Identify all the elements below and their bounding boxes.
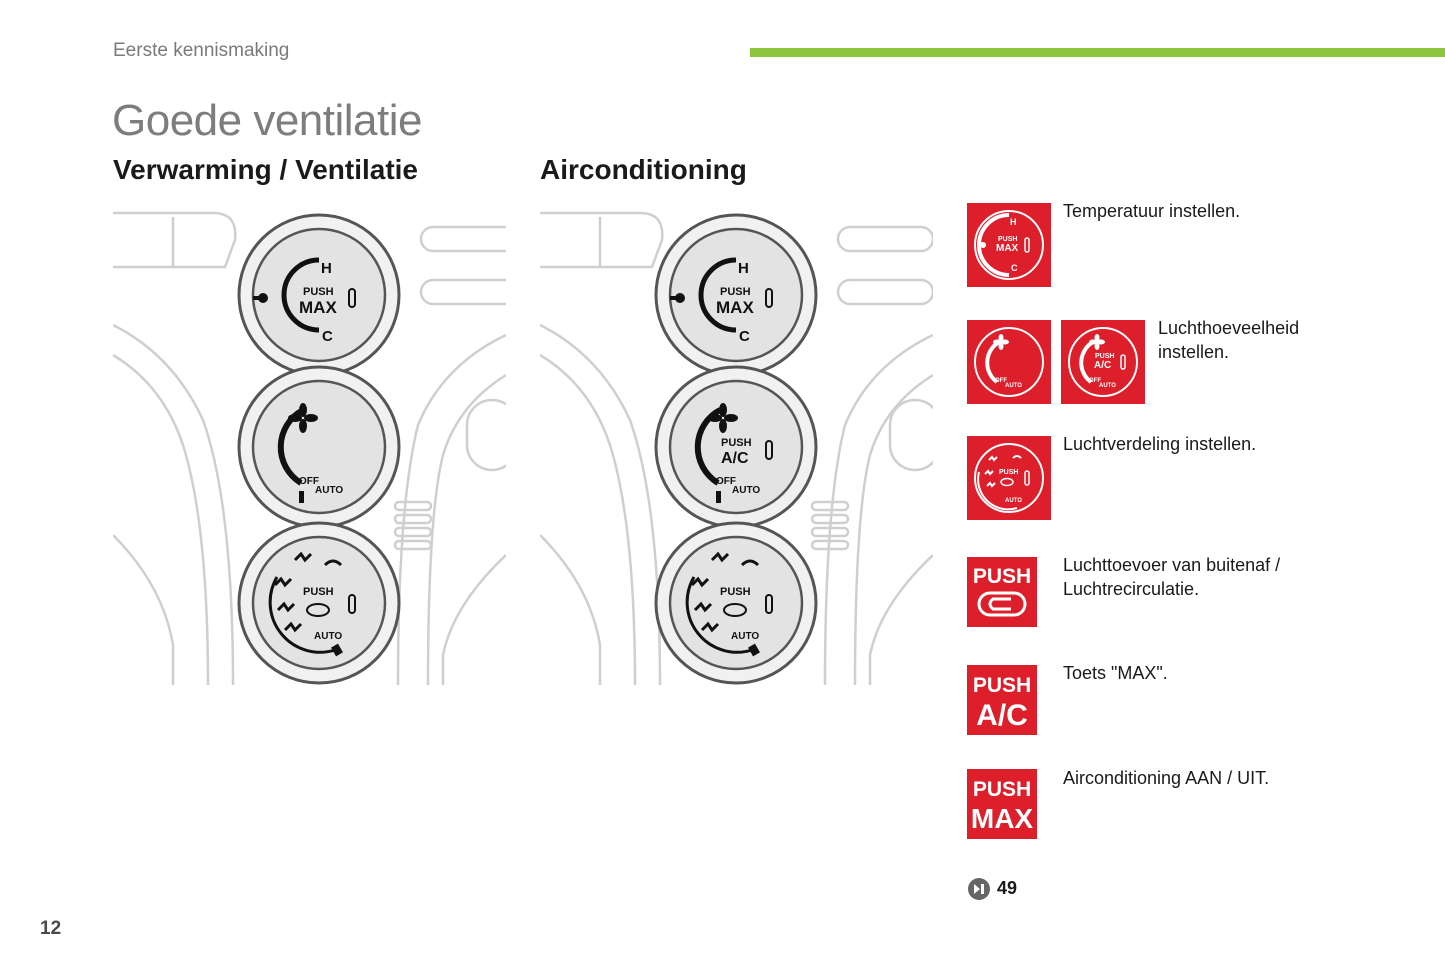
- legend-air-quantity-line2: instellen.: [1158, 342, 1230, 362]
- page-reference-number[interactable]: 49: [997, 878, 1018, 898]
- heating-panel-illustration: PUSH MAX H C OFF AUTO PUSH AUTO: [113, 205, 506, 685]
- knob-push-label-r2: PUSH: [721, 437, 752, 449]
- tile1-push-label: PUSH: [998, 236, 1017, 243]
- legend-recirculation-line1: Luchttoevoer van buitenaf /: [1063, 555, 1281, 575]
- fan-ac-dial-icon: PUSH A/C OFF AUTO: [1061, 320, 1145, 404]
- knob-push-label-r1: PUSH: [720, 286, 751, 298]
- tile3-auto-label: AUTO: [1099, 383, 1116, 389]
- legend-recirculation-line2: Luchtrecirculatie.: [1063, 579, 1200, 599]
- legend-recirculation: Luchttoevoer van buitenaf / Luchtrecircu…: [1063, 553, 1280, 601]
- knob-cold-label-r: C: [739, 328, 750, 345]
- page-number: 12: [40, 918, 62, 939]
- tile1-max-label: MAX: [996, 243, 1019, 254]
- tile3-off-label: OFF: [1089, 378, 1101, 384]
- knob-off-label-r: OFF: [716, 476, 736, 487]
- temperature-dial-icon: PUSH MAX H C: [967, 203, 1051, 287]
- tile4-push-label: PUSH: [999, 469, 1018, 476]
- knob-max-label-r: MAX: [716, 298, 754, 317]
- knob-off-label: OFF: [299, 476, 319, 487]
- knob-push-label-3: PUSH: [303, 586, 334, 598]
- knob-auto-label-r: AUTO: [732, 485, 760, 496]
- page-reference-icon[interactable]: [967, 877, 991, 901]
- page-title: Goede ventilatie: [112, 96, 423, 145]
- tile1-c-label: C: [1011, 263, 1018, 273]
- tile2-auto-label: AUTO: [1005, 383, 1022, 389]
- airco-panel-illustration: PUSH MAX H C PUSH A/C OFF AUTO PUSH AUTO: [540, 205, 933, 685]
- heading-heating-ventilation: Verwarming / Ventilatie: [113, 154, 419, 185]
- tile3-push-label: PUSH: [1095, 353, 1114, 360]
- knob-hot-label-r: H: [738, 260, 749, 277]
- tile2-off-label: OFF: [995, 378, 1007, 384]
- knob-push-label: PUSH: [303, 286, 334, 298]
- legend-air-distribution: Luchtverdeling instellen.: [1063, 434, 1257, 454]
- tile6-ac-label: A/C: [976, 699, 1028, 732]
- tile3-ac-label: A/C: [1094, 360, 1111, 371]
- knob-cold-label: C: [322, 328, 333, 345]
- tile7-push-label: PUSH: [973, 778, 1031, 801]
- legend-ac-on-off: Airconditioning AAN / UIT.: [1063, 768, 1270, 788]
- accent-bar: [750, 48, 1445, 57]
- knob-push-label-r3: PUSH: [720, 586, 751, 598]
- tile6-push-label: PUSH: [973, 674, 1031, 697]
- knob-ac-label-r: A/C: [721, 450, 749, 467]
- recirculation-button-icon: PUSH: [967, 557, 1037, 627]
- knob-hot-label: H: [321, 260, 332, 277]
- section-label: Eerste kennismaking: [113, 40, 290, 61]
- legend-air-quantity: Luchthoeveelheid instellen.: [1158, 316, 1299, 364]
- knob-auto-label-3: AUTO: [314, 631, 342, 642]
- knob-auto-label: AUTO: [315, 485, 343, 496]
- fan-dial-icon: OFF AUTO: [967, 320, 1051, 404]
- knob-auto-label-r3: AUTO: [731, 631, 759, 642]
- tile1-h-label: H: [1010, 217, 1017, 227]
- tile7-max-label: MAX: [971, 803, 1034, 834]
- legend-temperature: Temperatuur instellen.: [1063, 201, 1241, 221]
- heading-airconditioning: Airconditioning: [540, 154, 747, 185]
- tile4-auto-label: AUTO: [1005, 498, 1022, 504]
- knob-max-label: MAX: [299, 298, 337, 317]
- air-distribution-dial-icon: PUSH AUTO: [967, 436, 1051, 520]
- legend-max-key: Toets "MAX".: [1063, 663, 1168, 683]
- tile5-push-label: PUSH: [973, 565, 1031, 588]
- max-button-icon: PUSH MAX: [967, 769, 1037, 839]
- ac-button-icon: PUSH A/C: [967, 665, 1037, 735]
- legend-air-quantity-line1: Luchthoeveelheid: [1158, 318, 1300, 338]
